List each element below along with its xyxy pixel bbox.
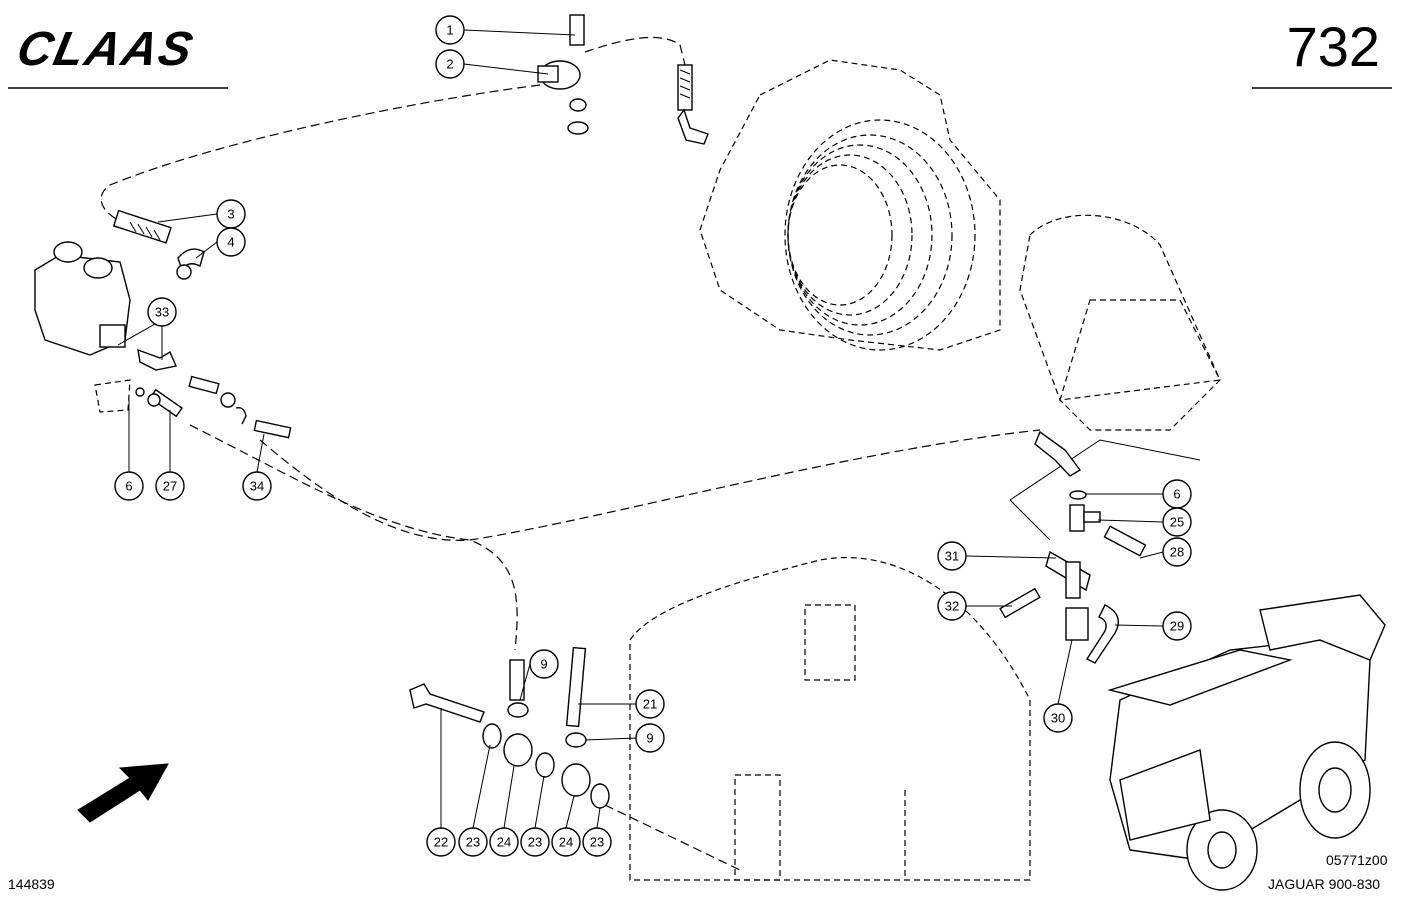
- callout-23-a: 23: [458, 827, 488, 857]
- svg-text:23: 23: [466, 835, 480, 850]
- arrow-icon: [77, 763, 169, 823]
- page-number: 732: [1286, 15, 1380, 78]
- svg-text:23: 23: [528, 835, 542, 850]
- svg-text:23: 23: [590, 835, 604, 850]
- svg-text:24: 24: [497, 835, 511, 850]
- svg-text:31: 31: [945, 549, 959, 564]
- document-number: 144839: [8, 876, 55, 892]
- svg-text:30: 30: [1051, 711, 1065, 726]
- hydraulic-tank: [629, 556, 1031, 881]
- fittings-left: [112, 209, 292, 439]
- callout-30: 30: [1043, 703, 1073, 733]
- callout-23-c: 23: [582, 827, 612, 857]
- drawing-code: 05771z00: [1326, 852, 1388, 868]
- svg-text:34: 34: [250, 479, 264, 494]
- svg-text:22: 22: [434, 835, 448, 850]
- callout-24-a: 24: [489, 827, 519, 857]
- svg-text:1: 1: [446, 23, 453, 38]
- callout-9-upper: 9: [529, 649, 559, 679]
- tank-cylinder: [1009, 214, 1221, 541]
- harvester-overview: [1107, 594, 1386, 891]
- callout-21: 21: [635, 689, 665, 719]
- callout-25: 25: [1162, 507, 1192, 537]
- callout-31: 31: [937, 541, 967, 571]
- svg-text:9: 9: [540, 657, 547, 672]
- callout-6-right: 6: [1162, 479, 1192, 509]
- callout-32: 32: [937, 591, 967, 621]
- fittings-bottom: [409, 646, 610, 809]
- svg-text:21: 21: [643, 697, 657, 712]
- svg-text:6: 6: [1173, 487, 1180, 502]
- callout-29: 29: [1162, 611, 1192, 641]
- callout-3: 3: [216, 199, 246, 229]
- svg-text:2: 2: [446, 57, 453, 72]
- svg-text:24: 24: [559, 835, 573, 850]
- callout-6-left: 6: [114, 471, 144, 501]
- callout-22: 22: [426, 827, 456, 857]
- machine-model: JAGUAR 900-830: [1268, 876, 1381, 892]
- callout-33: 33: [147, 297, 177, 327]
- svg-text:9: 9: [646, 731, 653, 746]
- callout-4: 4: [216, 227, 246, 257]
- svg-text:3: 3: [227, 207, 234, 222]
- callout-27: 27: [155, 471, 185, 501]
- callout-1: 1: [435, 15, 465, 45]
- callout-9-lower: 9: [635, 723, 665, 753]
- callout-23-b: 23: [520, 827, 550, 857]
- callout-24-b: 24: [551, 827, 581, 857]
- svg-text:6: 6: [125, 479, 132, 494]
- fittings-right: [999, 430, 1147, 664]
- callout-2: 2: [435, 49, 465, 79]
- callout-28: 28: [1162, 537, 1192, 567]
- svg-text:33: 33: [155, 305, 169, 320]
- svg-text:4: 4: [227, 235, 234, 250]
- fittings-top: [537, 14, 709, 145]
- svg-text:32: 32: [945, 599, 959, 614]
- svg-text:27: 27: [163, 479, 177, 494]
- hose-routes: [100, 36, 1041, 871]
- svg-text:29: 29: [1170, 619, 1184, 634]
- svg-text:28: 28: [1170, 545, 1184, 560]
- svg-text:25: 25: [1170, 515, 1184, 530]
- callout-34: 34: [242, 471, 272, 501]
- valve-block: [34, 241, 131, 413]
- engine-housing: [699, 59, 1001, 351]
